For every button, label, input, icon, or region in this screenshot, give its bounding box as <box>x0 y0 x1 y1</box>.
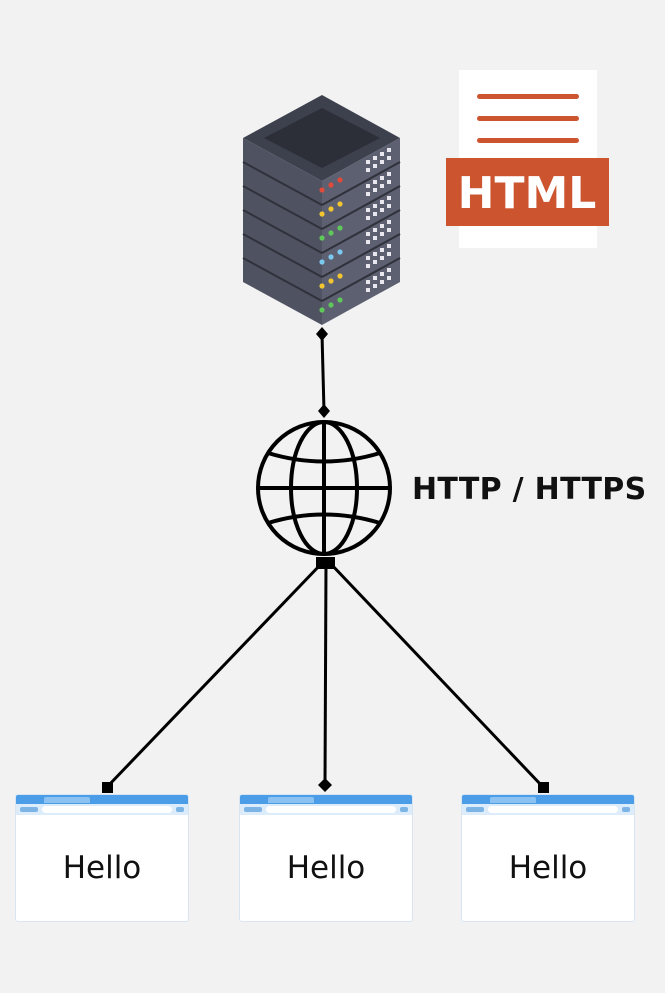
address-bar <box>488 806 618 813</box>
server-icon <box>242 95 401 325</box>
globe-client-left-connector <box>105 561 324 789</box>
html-badge-text: HTML <box>458 168 597 219</box>
browser-window-icon: Hello <box>240 795 412 921</box>
diamond-endpoint-globe-top <box>318 404 330 418</box>
globe-icon <box>256 420 392 556</box>
client-page-text: Hello <box>286 850 366 886</box>
square-endpoint-client-right <box>538 782 549 793</box>
connector-endpoints <box>102 327 549 793</box>
address-bar <box>42 806 172 813</box>
client-page-text: Hello <box>508 850 588 886</box>
square-endpoint-globe-bottom <box>316 557 335 569</box>
browser-toolbar <box>462 795 634 815</box>
globe-client-center-connector <box>323 562 328 786</box>
client-page-text: Hello <box>62 850 142 886</box>
browser-window-icon: Hello <box>16 795 188 921</box>
server-globe-connector <box>320 333 326 412</box>
html-document-icon: HTML <box>446 70 609 248</box>
globe-client-right-connector <box>328 561 545 789</box>
browser-toolbar <box>240 795 412 815</box>
browser-toolbar <box>16 795 188 815</box>
diamond-endpoint-client-center <box>318 778 332 792</box>
address-bar <box>266 806 396 813</box>
diamond-endpoint-server <box>316 327 328 341</box>
protocol-label: HTTP / HTTPS <box>412 472 647 507</box>
connectors <box>105 333 545 789</box>
square-endpoint-client-left <box>102 782 113 793</box>
browser-window-icon: Hello <box>462 795 634 921</box>
